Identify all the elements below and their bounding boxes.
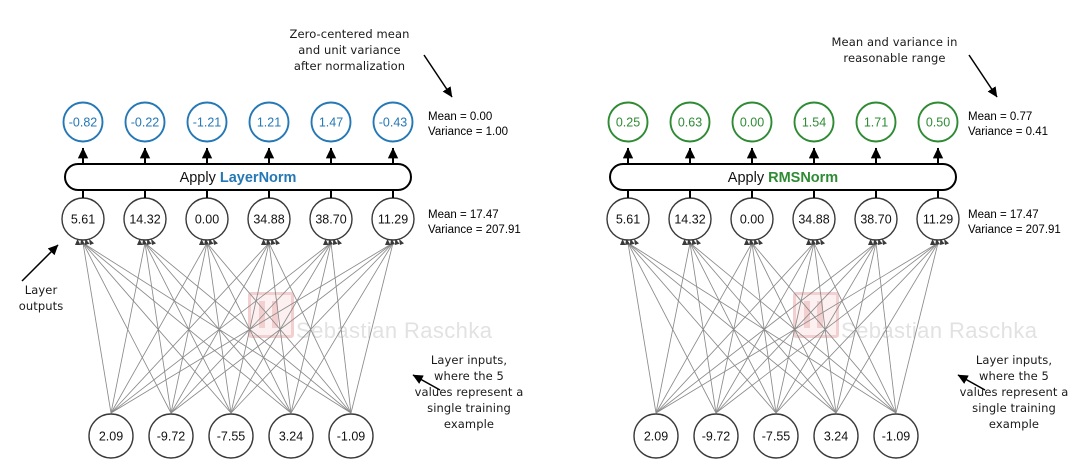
annotation-arrow-top (423, 54, 453, 98)
output-nodes (62, 101, 414, 143)
layernorm-box-label: Apply LayerNorm (180, 170, 297, 186)
hidden-value: 0.00 (195, 213, 219, 227)
layernorm-hidden-values: 5.61 14.32 0.00 34.88 38.70 11.29 (71, 213, 408, 227)
annotation-arrow-bottom (957, 374, 986, 391)
rmsnorm-bottom-annotation: Layer inputs, where the 5 values represe… (959, 353, 1069, 431)
annotation-arrow-layer-outputs (21, 244, 59, 282)
arrows-box-to-output (622, 147, 944, 164)
layernorm-hidden-stats: Mean = 17.47 Variance = 207.91 (428, 209, 521, 236)
apply-prefix: Apply (180, 170, 220, 186)
output-value: 0.25 (616, 116, 640, 130)
rmsnorm-output-values: 0.25 0.63 0.00 1.54 1.71 0.50 (616, 116, 950, 130)
output-value: -1.21 (193, 116, 222, 130)
svg-text:Apply RMSNorm: Apply RMSNorm (728, 170, 838, 186)
output-value: -0.82 (69, 116, 98, 130)
output-value: 1.54 (802, 116, 826, 130)
layernorm-box (64, 163, 412, 191)
hidden-value: 34.88 (253, 213, 284, 227)
hidden-value: 38.70 (860, 213, 891, 227)
input-nodes (633, 413, 919, 459)
input-value: 3.24 (279, 430, 303, 444)
input-nodes (88, 413, 374, 459)
hidden-value: 11.29 (378, 213, 408, 227)
hidden-value: 0.00 (740, 213, 764, 227)
edge-arrowheads (620, 238, 949, 245)
rmsnorm-box (609, 163, 957, 191)
arrows-box-to-output (77, 147, 399, 164)
input-value: 2.09 (99, 430, 123, 444)
input-value: 3.24 (824, 430, 848, 444)
input-value: -1.09 (337, 430, 366, 444)
output-nodes (607, 101, 959, 143)
output-value: -0.22 (131, 116, 160, 130)
output-value: 0.00 (740, 116, 764, 130)
rmsnorm-box-label: Apply RMSNorm (728, 170, 838, 186)
hidden-value: 11.29 (923, 213, 953, 227)
hidden-value: 14.32 (129, 213, 160, 227)
input-value: -7.55 (217, 430, 246, 444)
layernorm-output-values: -0.82 -0.22 -1.21 1.21 1.47 -0.43 (69, 116, 408, 130)
output-value: 1.71 (864, 116, 888, 130)
hidden-value: 38.70 (315, 213, 346, 227)
input-value: 2.09 (644, 430, 668, 444)
norm-method-name: LayerNorm (220, 170, 297, 186)
edges-input-to-hidden (82, 242, 394, 414)
output-value: -0.43 (379, 116, 408, 130)
input-value: -1.09 (882, 430, 911, 444)
annotation-arrow-top (968, 54, 998, 98)
layernorm-output-stats: Mean = 0.00 Variance = 1.00 (428, 111, 509, 138)
layer-outputs-label: Layer outputs (18, 283, 64, 313)
norm-method-name: RMSNorm (768, 170, 838, 186)
input-value: -7.55 (762, 430, 791, 444)
hidden-value: 14.32 (674, 213, 705, 227)
edges-input-to-hidden (627, 242, 939, 414)
layernorm-bottom-annotation: Layer inputs, where the 5 values represe… (414, 353, 524, 431)
hidden-value: 34.88 (798, 213, 829, 227)
rmsnorm-hidden-stats: Mean = 17.47 Variance = 207.91 (968, 209, 1061, 236)
apply-prefix: Apply (728, 170, 768, 186)
annotation-arrow-bottom (412, 374, 441, 391)
rmsnorm-top-annotation: Mean and variance in reasonable range (831, 35, 958, 65)
hidden-value: 5.61 (71, 213, 95, 227)
input-value: -9.72 (702, 430, 731, 444)
rmsnorm-input-values: 2.09 -9.72 -7.55 3.24 -1.09 (644, 430, 910, 444)
svg-text:Apply LayerNorm: Apply LayerNorm (180, 170, 297, 186)
panel-rmsnorm (606, 54, 998, 459)
output-value: 0.63 (678, 116, 702, 130)
input-value: -9.72 (157, 430, 186, 444)
output-value: 1.21 (257, 116, 281, 130)
edge-arrowheads (75, 238, 404, 245)
hidden-nodes (606, 197, 960, 241)
output-value: 0.50 (926, 116, 950, 130)
rmsnorm-output-stats: Mean = 0.77 Variance = 0.41 (968, 111, 1049, 138)
panel-layernorm (21, 54, 453, 459)
hidden-value: 5.61 (616, 213, 640, 227)
hidden-nodes (61, 197, 415, 241)
rmsnorm-hidden-values: 5.61 14.32 0.00 34.88 38.70 11.29 (616, 213, 953, 227)
output-value: 1.47 (319, 116, 343, 130)
layernorm-input-values: 2.09 -9.72 -7.55 3.24 -1.09 (99, 430, 365, 444)
layernorm-top-annotation: Zero-centered mean and unit variance aft… (289, 27, 410, 73)
